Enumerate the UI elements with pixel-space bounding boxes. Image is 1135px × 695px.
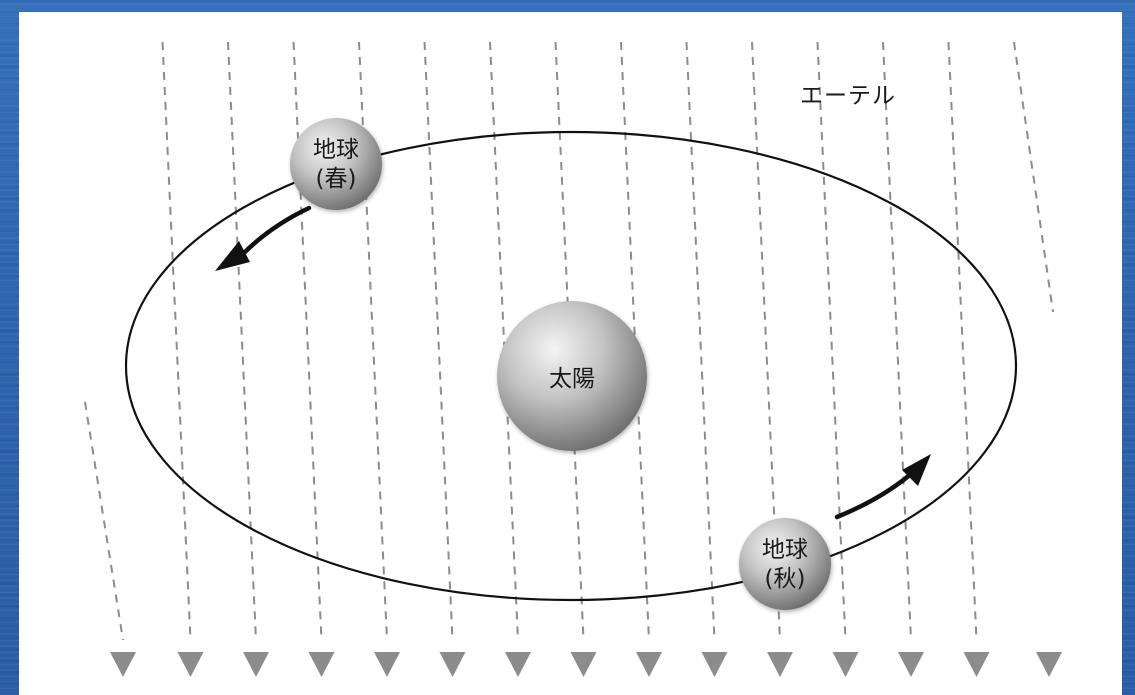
aether-flow-arrowhead — [767, 652, 793, 677]
orbit-direction-arrowhead-autumn — [902, 454, 931, 486]
aether-flow-line — [816, 41, 847, 641]
earth-autumn-season: (秋) — [765, 566, 806, 592]
earth-autumn — [739, 518, 831, 610]
aether-flow-line — [84, 401, 124, 641]
aether-flow-line — [620, 41, 650, 641]
aether-flow-arrowhead — [701, 652, 728, 677]
aether-flow-line — [161, 41, 192, 641]
aether-flow-line — [882, 41, 912, 641]
earth-spring-label: 地球 — [313, 137, 359, 163]
aether-flow-arrowhead — [505, 652, 531, 677]
earth-spring-season: (春) — [316, 166, 357, 192]
aether-orbit-diagram: 太陽 地球 (春) 地球 (秋) エーテル — [84, 41, 1062, 677]
aether-flow-lines — [84, 41, 1054, 641]
aether-flow-arrowheads — [110, 652, 1062, 677]
aether-flow-line — [292, 41, 323, 641]
aether-flow-arrowhead — [570, 652, 597, 677]
sun — [497, 301, 647, 451]
aether-flow-line — [423, 41, 454, 641]
aether-flow-line — [947, 41, 978, 641]
aether-flow-line — [489, 41, 519, 641]
aether-flow-line — [358, 41, 388, 641]
orbit-direction-arrow-spring — [238, 205, 312, 259]
aether-flow-arrowhead — [898, 652, 924, 677]
aether-flow-arrowhead — [177, 652, 204, 677]
aether-flow-arrowhead — [963, 652, 990, 677]
aether-flow-line — [227, 41, 257, 641]
sun-label: 太陽 — [549, 366, 595, 392]
diagram-panel: 太陽 地球 (春) 地球 (秋) エーテル — [19, 12, 1122, 695]
orbit-direction-arrow-autumn — [834, 471, 914, 520]
aether-label: エーテル — [800, 83, 896, 109]
aether-flow-line — [554, 41, 585, 641]
aether-flow-arrowhead — [308, 652, 335, 677]
aether-flow-arrowhead — [1036, 652, 1062, 677]
orbit-direction-arrowhead-spring — [215, 241, 250, 271]
aether-flow-arrowhead — [374, 652, 400, 677]
earth-orbit — [124, 130, 1018, 602]
aether-flow-arrowhead — [110, 652, 136, 677]
earth-spring — [290, 118, 382, 210]
aether-flow-line — [685, 41, 716, 641]
aether-flow-arrowhead — [832, 652, 859, 677]
aether-flow-line — [1013, 41, 1054, 313]
aether-flow-arrowhead — [636, 652, 662, 677]
aether-flow-arrowhead — [439, 652, 466, 677]
earth-autumn-label: 地球 — [762, 537, 808, 563]
aether-flow-arrowhead — [243, 652, 269, 677]
